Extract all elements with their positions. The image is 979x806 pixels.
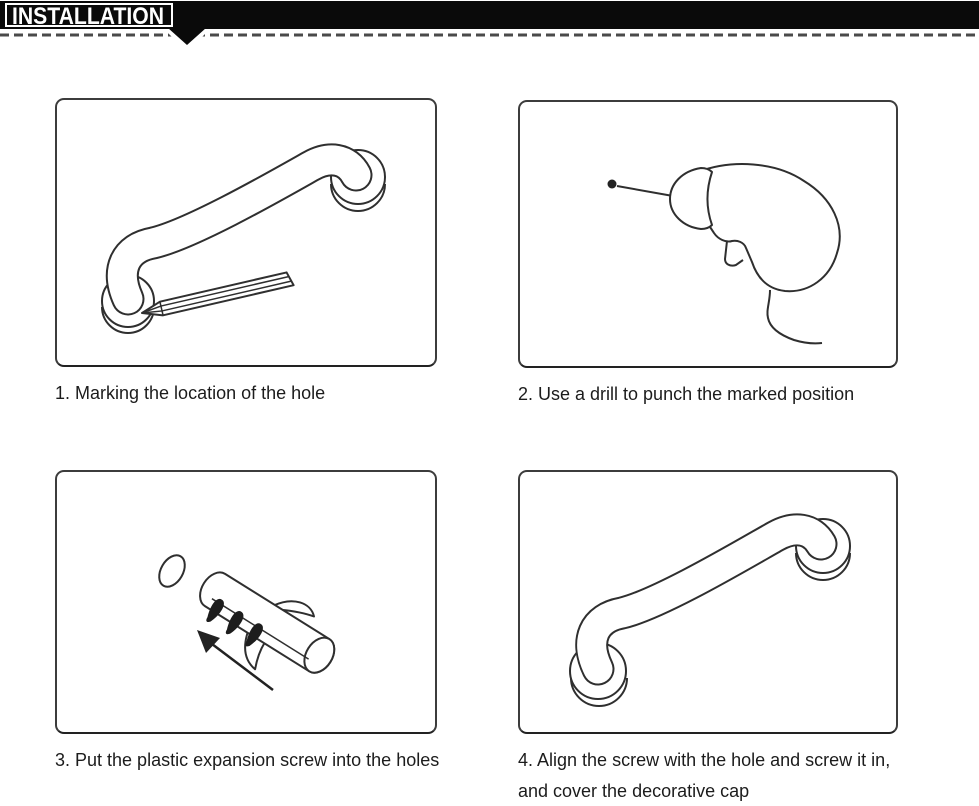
step-3: 3. Put the plastic expansion screw into … [55, 470, 457, 776]
step-3-caption: 3. Put the plastic expansion screw into … [55, 750, 440, 770]
step-3-panel [55, 470, 437, 734]
step-1-panel [55, 98, 437, 367]
wall-hole [158, 554, 186, 588]
grab-bar [101, 143, 386, 334]
step-4-panel [518, 470, 898, 734]
power-cord [766, 289, 823, 345]
step-4: 4. Align the screw with the hole and scr… [518, 470, 918, 806]
marked-dot [607, 179, 617, 189]
drill-bit [616, 185, 674, 197]
drill-body [669, 163, 841, 293]
pencil [141, 271, 295, 317]
step-1: 1. Marking the location of the hole [55, 98, 495, 409]
expansion-anchor [199, 571, 336, 674]
expansion-anchor-illustration [158, 554, 336, 691]
header-strip: INSTALLATION [0, 1, 979, 52]
grab-bar [569, 513, 851, 707]
grab-bar-with-pencil-illustration [101, 143, 386, 334]
step-2-caption: 2. Use a drill to punch the marked posit… [518, 384, 855, 404]
header-black-bar [0, 1, 979, 29]
step-1-caption: 1. Marking the location of the hole [55, 383, 326, 403]
step-4-caption: 4. Align the screw with the hole and scr… [518, 750, 891, 801]
drill-illustration [607, 163, 841, 345]
step-2-panel [518, 100, 898, 368]
insert-arrow-icon [197, 630, 274, 691]
installed-grab-bar-illustration [569, 513, 851, 707]
step-2: 2. Use a drill to punch the marked posit… [518, 100, 958, 410]
title-frame [5, 3, 173, 27]
page-title: INSTALLATION [12, 3, 164, 30]
arrow-down-icon [168, 28, 206, 45]
